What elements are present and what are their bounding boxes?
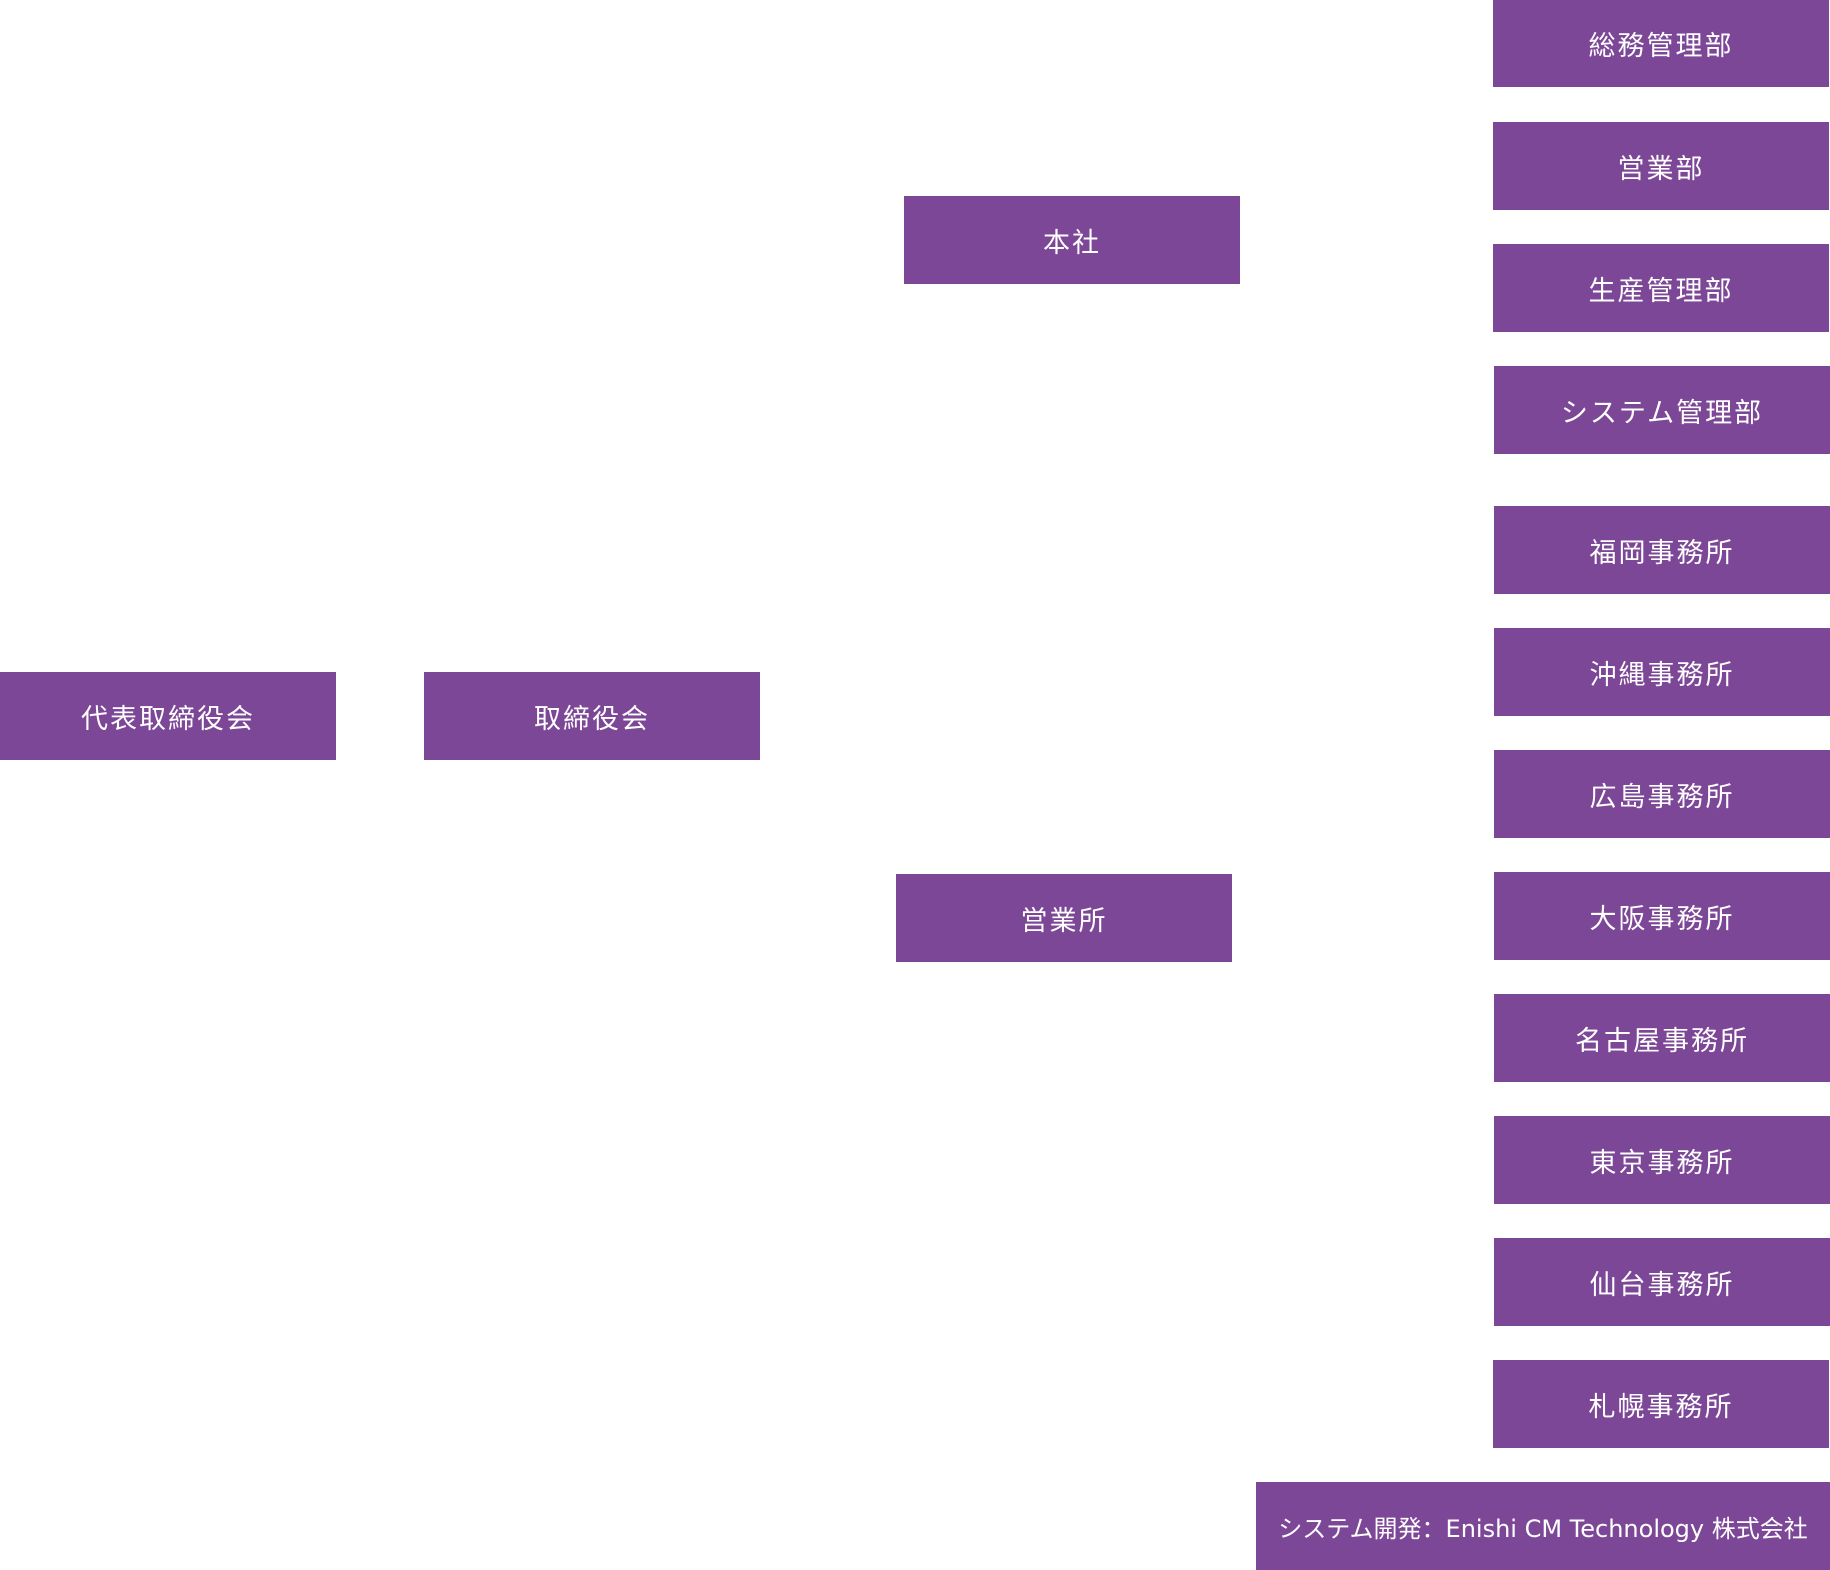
- node-office-sendai: 仙台事務所: [1494, 1238, 1830, 1326]
- node-office-sapporo: 札幌事務所: [1493, 1360, 1829, 1448]
- node-dept-general-affairs: 総務管理部: [1493, 0, 1829, 87]
- node-dept-production: 生産管理部: [1493, 244, 1829, 332]
- node-office-hiroshima: 広島事務所: [1494, 750, 1830, 838]
- node-dept-system: システム管理部: [1494, 366, 1830, 454]
- node-office-fukuoka: 福岡事務所: [1494, 506, 1830, 594]
- node-office-tokyo: 東京事務所: [1494, 1116, 1830, 1204]
- node-board: 取締役会: [424, 672, 760, 760]
- node-dept-sales: 営業部: [1493, 122, 1829, 210]
- node-ceo: 代表取締役会: [0, 672, 336, 760]
- node-sales-offices: 営業所: [896, 874, 1232, 962]
- node-head-office: 本社: [904, 196, 1240, 284]
- node-office-osaka: 大阪事務所: [1494, 872, 1830, 960]
- node-partner-system-dev: システム開発：Enishi CM Technology 株式会社: [1256, 1482, 1830, 1570]
- node-office-okinawa: 沖縄事務所: [1494, 628, 1830, 716]
- node-office-nagoya: 名古屋事務所: [1494, 994, 1830, 1082]
